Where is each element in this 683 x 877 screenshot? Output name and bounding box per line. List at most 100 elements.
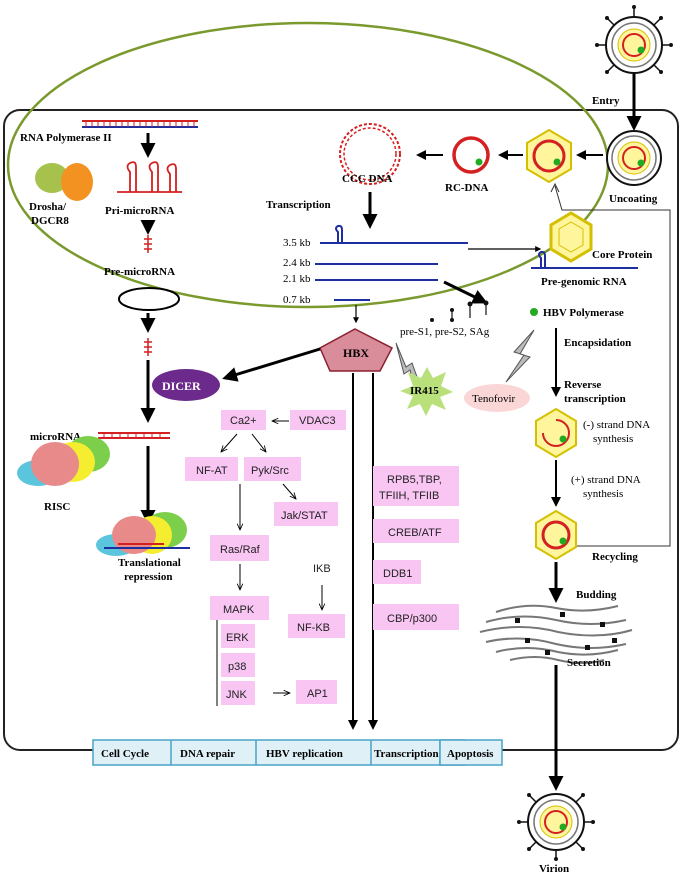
outcome-transcription: Transcription <box>374 748 439 760</box>
tf-cbp-label: CBP/p300 <box>387 613 437 625</box>
label-kb-07: 0.7 kb <box>283 294 311 306</box>
label-ccc-dna: CCC DNA <box>342 173 392 185</box>
pathway-ap1-label: AP1 <box>307 688 328 700</box>
pathway-nfkb: NF-KB <box>288 614 345 638</box>
label-entry: Entry <box>592 95 620 107</box>
label-pri-mirna: Pri-microRNA <box>105 205 174 217</box>
label-hbx: HBX <box>343 346 369 360</box>
pathway-nfat: NF-AT <box>185 457 238 481</box>
pathway-erk: ERK <box>221 624 255 648</box>
tf-creb: CREB/ATF <box>373 519 459 543</box>
label-drosha-2: DGCR8 <box>31 215 69 227</box>
label-core-protein: Core Protein <box>592 249 652 261</box>
label-virion: Virion <box>539 863 569 875</box>
pathway-pyk: Pyk/Src <box>244 457 301 481</box>
pathway-p38-label: p38 <box>228 661 246 673</box>
pathway-nfat-label: NF-AT <box>196 465 228 477</box>
label-minus-strand-1: (-) strand DNA <box>583 419 650 431</box>
stemloop-35 <box>335 224 343 243</box>
drosha-icon-orange <box>61 163 93 201</box>
lightning-tenofovir-icon <box>505 329 535 383</box>
outcome-apoptosis: Apoptosis <box>447 748 494 760</box>
label-encapsidation: Encapsidation <box>564 337 631 349</box>
pathway-p38: p38 <box>221 653 255 677</box>
pre-mirna-hairpin-1 <box>144 235 152 253</box>
rc-dna-icon <box>452 136 490 174</box>
pathway-jnk: JNK <box>221 681 255 705</box>
nuclear-pore <box>118 287 180 311</box>
label-dicer: DICER <box>162 379 201 393</box>
label-pre-mirna: Pre-microRNA <box>104 266 175 278</box>
capsid-nuclear-icon <box>526 128 572 184</box>
pathway-ap1: AP1 <box>296 680 337 704</box>
tf-creb-label: CREB/ATF <box>388 527 442 539</box>
pathway-vdac3: VDAC3 <box>290 410 346 430</box>
label-pregenomic-rna: Pre-genomic RNA <box>541 276 627 288</box>
er-secretion-icon <box>479 604 633 664</box>
tf-ddb1: DDB1 <box>373 560 421 584</box>
pathway-nfkb-label: NF-KB <box>297 622 330 634</box>
hbx-pentagon <box>319 328 394 372</box>
pathway-jnk-label: JNK <box>226 689 247 701</box>
core-protein-icon <box>549 211 593 263</box>
ir415-star <box>400 367 453 416</box>
label-transl-2: repression <box>124 571 173 583</box>
outcomes-bar: Cell Cycle DNA repair HBV replication Tr… <box>92 739 503 766</box>
label-transcription: Transcription <box>266 199 331 211</box>
virion-top-icon <box>595 5 673 74</box>
pathway-jak: Jak/STAT <box>274 502 338 526</box>
tf-rpb5-label-2: TFIIH, TFIIB <box>379 490 439 502</box>
label-kb-35: 3.5 kb <box>283 237 311 249</box>
pathway-rasraf-label: Ras/Raf <box>220 544 261 556</box>
pathway-jak-label: Jak/STAT <box>281 510 328 522</box>
outcome-hbv-replication: HBV replication <box>266 748 343 760</box>
label-plus-strand-1: (+) strand DNA <box>571 474 641 486</box>
label-uncoating: Uncoating <box>609 193 658 205</box>
label-plus-strand-2: synthesis <box>583 488 623 500</box>
label-budding: Budding <box>576 589 617 601</box>
tenofovir-oval <box>464 384 530 412</box>
pathway-ca2-label: Ca2+ <box>230 415 257 427</box>
tf-cbp: CBP/p300 <box>373 604 459 630</box>
label-tenofovir: Tenofovir <box>472 393 516 405</box>
label-recycling: Recycling <box>592 551 638 563</box>
label-risc: RISC <box>44 501 70 513</box>
microrna-duplex <box>98 432 170 439</box>
label-reverse-1: Reverse <box>564 379 601 391</box>
minus-strand-capsid-icon <box>535 407 577 459</box>
pathway-pyk-label: Pyk/Src <box>251 465 289 477</box>
outcome-cell-cycle: Cell Cycle <box>101 748 149 760</box>
ccc-dna-icon <box>339 123 401 185</box>
outcome-dna-repair: DNA repair <box>180 748 235 760</box>
label-rna-pol: RNA Polymerase II <box>20 132 112 144</box>
tf-ddb1-label: DDB1 <box>383 568 412 580</box>
translational-repression-icon <box>96 512 190 556</box>
pathway-ca2: Ca2+ <box>221 410 266 430</box>
risc-complex-icon <box>17 436 110 486</box>
pathway-vdac3-label: VDAC3 <box>299 415 336 427</box>
virion-bottom-icon <box>517 793 595 861</box>
label-hbv-polymerase: HBV Polymerase <box>543 307 624 319</box>
label-kb-21: 2.1 kb <box>283 273 311 285</box>
uncoating-particle-icon <box>606 130 662 186</box>
pathway-mapk-label: MAPK <box>223 604 255 616</box>
label-reverse-2: transcription <box>564 393 626 405</box>
label-minus-strand-2: synthesis <box>593 433 633 445</box>
label-drosha-1: Drosha/ <box>29 201 67 213</box>
label-rc-dna: RC-DNA <box>445 182 488 194</box>
label-secretion: Secretion <box>567 657 611 669</box>
dicer-oval <box>152 369 220 401</box>
label-kb-24: 2.4 kb <box>283 257 311 269</box>
pathway-rasraf: Ras/Raf <box>210 535 269 561</box>
pathway-erk-label: ERK <box>226 632 249 644</box>
label-pre-s: pre-S1, pre-S2, SAg <box>400 326 490 338</box>
label-transl-1: Translational <box>118 557 181 569</box>
plus-strand-capsid-icon <box>535 509 577 561</box>
er-vesicles <box>515 612 617 655</box>
label-microrna: microRNA <box>30 431 81 443</box>
tf-rpb5-label-1: RPB5,TBP, <box>387 474 442 486</box>
pathway-mapk: MAPK <box>210 596 269 620</box>
hbv-polymerase-dot <box>530 308 538 316</box>
pathway-ikb-label: IKB <box>313 563 331 575</box>
